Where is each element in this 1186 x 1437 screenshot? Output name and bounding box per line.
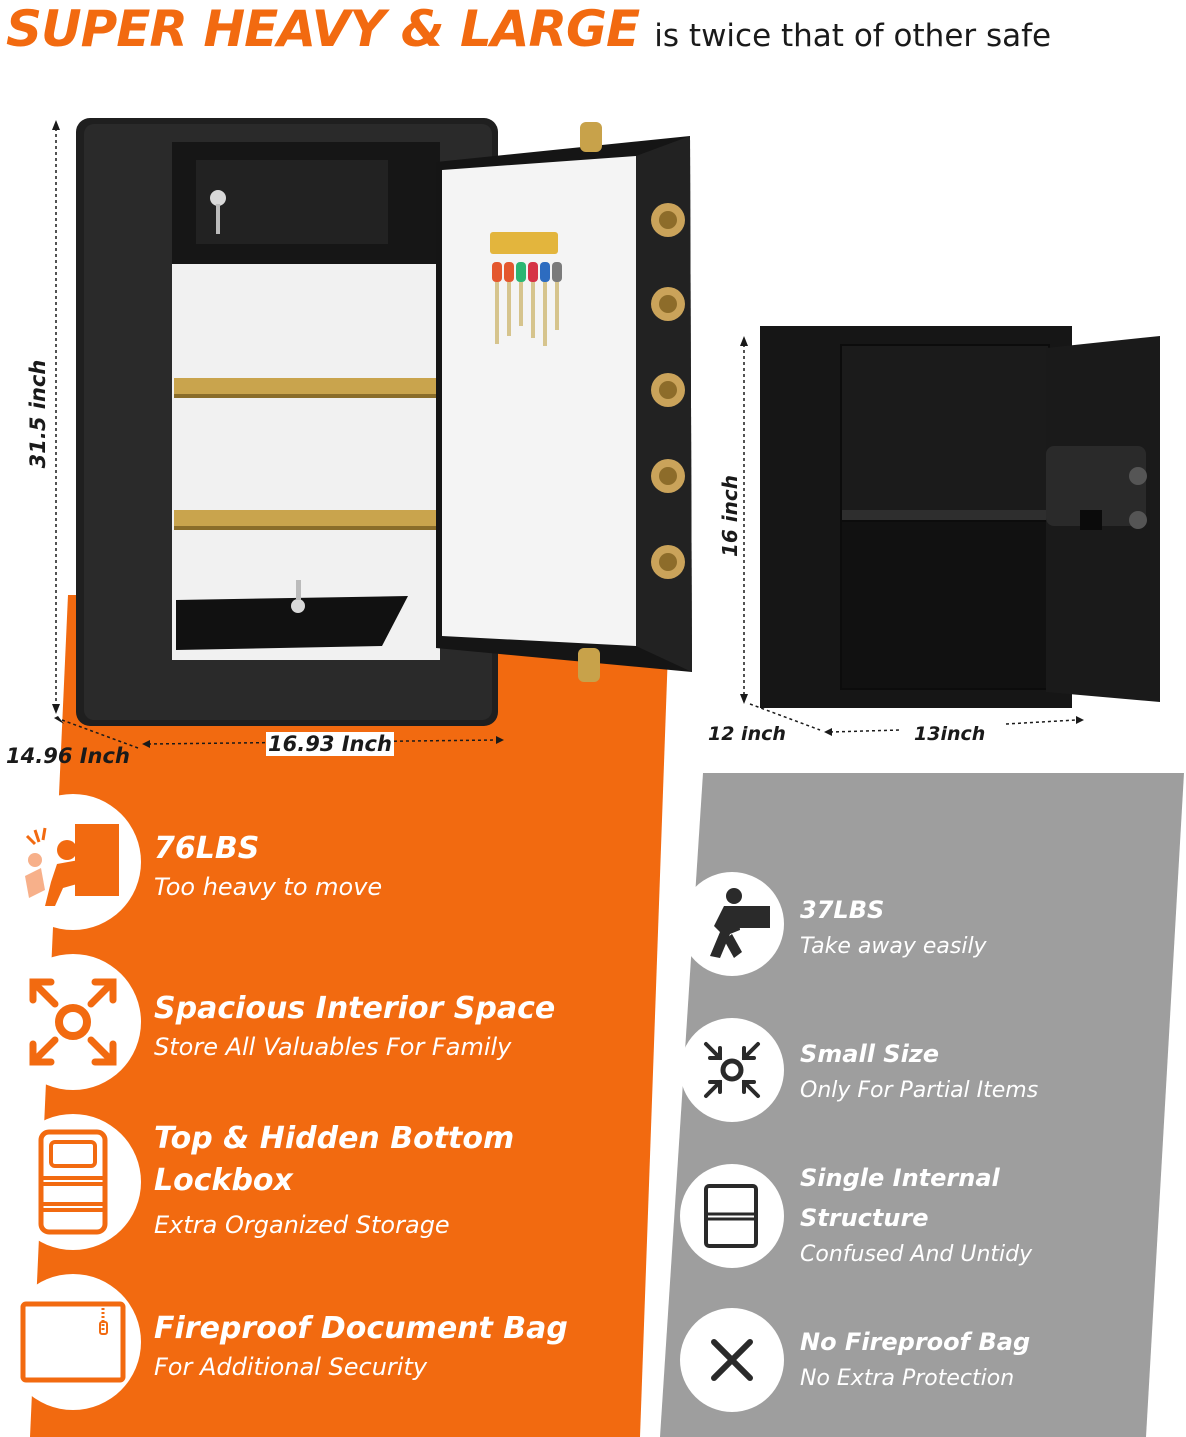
feature-title: No Fireproof Bag: [800, 1328, 1031, 1356]
feature-title: Fireproof Document Bag: [154, 1311, 568, 1346]
feature-title: Top & Hidden Bottom Lockbox: [154, 1121, 515, 1198]
small-height-label: 16 inch: [718, 475, 742, 557]
large-depth-label: 14.96 Inch: [6, 744, 130, 768]
feature-subtitle: Store All Valuables For Family: [154, 1033, 512, 1061]
small-width-label: 13inch: [914, 723, 986, 745]
feature-title: 37LBS: [800, 896, 885, 924]
feature-title: 76LBS: [154, 831, 260, 866]
headline-bold: SUPER HEAVY & LARGE: [6, 0, 640, 58]
feature-37lbs: 37LBS Take away easily: [800, 890, 1180, 964]
feature-subtitle: Take away easily: [800, 934, 987, 959]
feature-no-fireproof: No Fireproof Bag No Extra Protection: [800, 1322, 1180, 1396]
document-bag-icon: [20, 1301, 126, 1383]
feature-subtitle: Too heavy to move: [154, 873, 383, 901]
headline-rest: is twice that of other safe: [654, 18, 1052, 54]
lockbox-icon: [38, 1129, 108, 1235]
feature-icon-circle-no-fireproof: [680, 1308, 784, 1412]
feature-title: Single Internal Structure: [800, 1164, 1000, 1232]
large-width-label: 16.93 Inch: [266, 732, 394, 756]
feature-single-structure: Single Internal Structure Confused And U…: [800, 1158, 1180, 1272]
carrying-box-icon: [710, 888, 770, 958]
feature-title: Spacious Interior Space: [154, 991, 556, 1026]
x-mark-icon: [711, 1339, 753, 1381]
small-depth-label: 12 inch: [708, 723, 786, 745]
feature-subtitle: Only For Partial Items: [800, 1078, 1039, 1103]
feature-icon-circle-lockbox: [5, 1114, 141, 1250]
feature-icon-circle-spacious: [5, 954, 141, 1090]
feature-lockbox: Top & Hidden Bottom Lockbox Extra Organi…: [154, 1118, 624, 1242]
single-shelf-icon: [704, 1184, 758, 1248]
feature-title: Small Size: [800, 1040, 940, 1068]
headline: SUPER HEAVY & LARGE is twice that of oth…: [6, 0, 1186, 60]
feature-icon-circle-single-structure: [680, 1164, 784, 1268]
feature-icon-circle-small-size: [680, 1018, 784, 1122]
expand-arrows-icon: [29, 978, 117, 1066]
pushing-heavy-icon: [25, 824, 119, 906]
small-safe-image: [740, 326, 1160, 736]
feature-subtitle: For Additional Security: [154, 1353, 428, 1381]
feature-76lbs: 76LBS Too heavy to move: [154, 828, 624, 904]
feature-icon-circle-37lbs: [680, 872, 784, 976]
feature-subtitle: Extra Organized Storage: [154, 1211, 450, 1239]
feature-icon-circle-76lbs: [5, 794, 141, 930]
large-height-label: 31.5 inch: [26, 359, 50, 469]
feature-small-size: Small Size Only For Partial Items: [800, 1034, 1180, 1108]
feature-spacious: Spacious Interior Space Store All Valuab…: [154, 988, 624, 1064]
feature-subtitle: No Extra Protection: [800, 1366, 1015, 1391]
feature-subtitle: Confused And Untidy: [800, 1242, 1033, 1267]
large-safe-image: [52, 118, 692, 749]
feature-icon-circle-document-bag: [5, 1274, 141, 1410]
compress-arrows-icon: [704, 1042, 760, 1098]
feature-document-bag: Fireproof Document Bag For Additional Se…: [154, 1308, 634, 1384]
